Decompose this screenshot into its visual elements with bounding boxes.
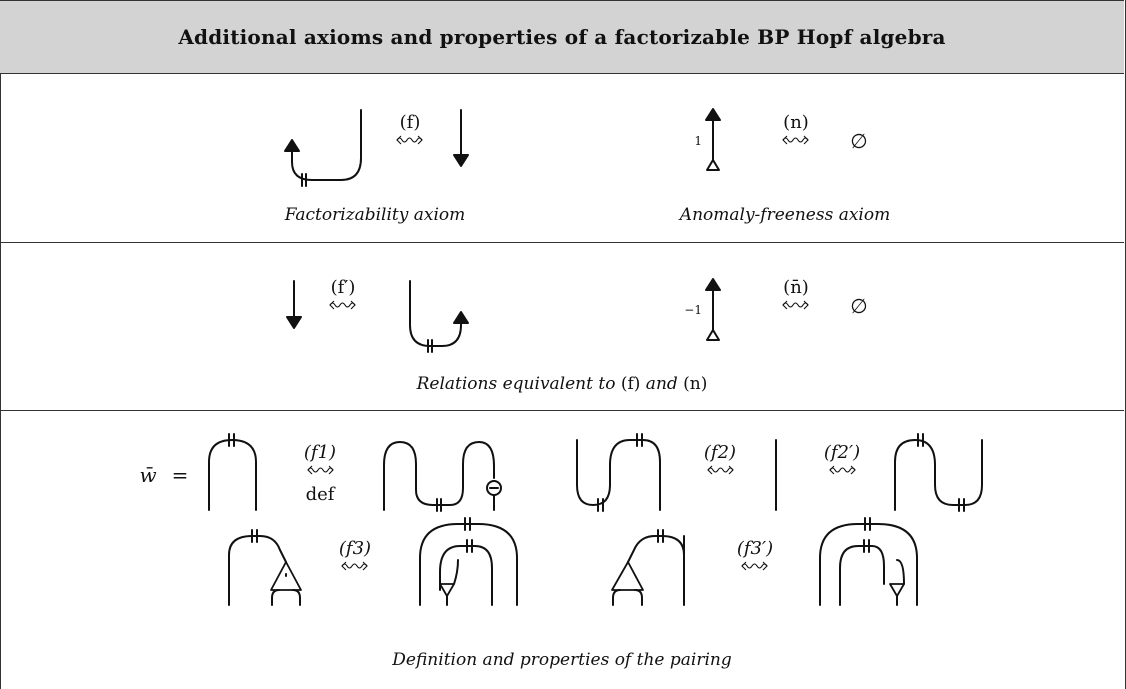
label-f1: (f1) bbox=[304, 442, 336, 463]
caption-pairing: Definition and properties of the pairing bbox=[392, 650, 732, 670]
wiggly-arrow-f3 bbox=[341, 561, 368, 571]
row-divider-2 bbox=[0, 410, 1124, 411]
caption-anomaly-freeness: Anomaly-freeness axiom bbox=[679, 205, 891, 225]
label-f: (f) bbox=[400, 112, 421, 133]
label-f2: (f2) bbox=[704, 442, 736, 463]
f3-prime-lhs-diagram bbox=[611, 529, 685, 606]
integral-label-minus-1: −1 bbox=[684, 303, 702, 317]
pairing-definition-diagram bbox=[383, 441, 502, 512]
label-n-bar: (n̄) bbox=[783, 277, 809, 298]
equals-sign: = bbox=[172, 463, 189, 487]
empty-set-n: ∅ bbox=[850, 129, 867, 153]
wiggly-arrow-f1 bbox=[307, 465, 334, 475]
page-title: Additional axioms and properties of a fa… bbox=[178, 25, 946, 49]
row-divider-1 bbox=[0, 242, 1124, 243]
f-prime-lhs-arrow bbox=[286, 280, 302, 329]
label-def: def bbox=[306, 484, 336, 505]
wiggly-arrow-f-prime bbox=[329, 300, 356, 310]
f2-lhs-diagram bbox=[576, 433, 661, 512]
wiggly-arrow-f3-prime bbox=[741, 561, 768, 571]
f-prime-rhs-diagram bbox=[409, 280, 469, 353]
wiggly-arrow-f2-prime bbox=[829, 465, 856, 475]
integral-label-1: 1 bbox=[694, 134, 702, 148]
label-f-prime: (f′) bbox=[331, 277, 356, 298]
factorizability-lhs-diagram bbox=[284, 109, 362, 187]
label-f2-prime: (f2′) bbox=[824, 442, 860, 463]
f3-lhs-diagram bbox=[228, 529, 302, 606]
label-f3: (f3) bbox=[339, 538, 371, 559]
pairing-lhs-diagram bbox=[208, 433, 257, 511]
empty-set-n-bar: ∅ bbox=[850, 294, 867, 318]
wiggly-arrow-n bbox=[782, 135, 809, 145]
factorizability-rhs-arrow bbox=[453, 109, 469, 167]
anomaly-integral-diagram bbox=[705, 108, 721, 171]
caption-factorizability: Factorizability axiom bbox=[284, 205, 466, 225]
wiggly-arrow-f bbox=[396, 135, 423, 145]
table-header: Additional axioms and properties of a fa… bbox=[0, 0, 1124, 74]
pairing-symbol: w̄ bbox=[139, 463, 156, 487]
f3-rhs-diagram bbox=[419, 517, 518, 606]
caption-relations-equivalent: Relations equivalent to (f) and (n) bbox=[416, 374, 708, 394]
f3-prime-rhs-diagram bbox=[819, 517, 918, 606]
f2-prime-rhs-diagram bbox=[894, 433, 983, 512]
wiggly-arrow-n-bar bbox=[782, 300, 809, 310]
wiggly-arrow-f2 bbox=[707, 465, 734, 475]
label-n: (n) bbox=[783, 112, 809, 133]
n-bar-integral-diagram bbox=[705, 278, 721, 341]
label-f3-prime: (f3′) bbox=[737, 538, 773, 559]
